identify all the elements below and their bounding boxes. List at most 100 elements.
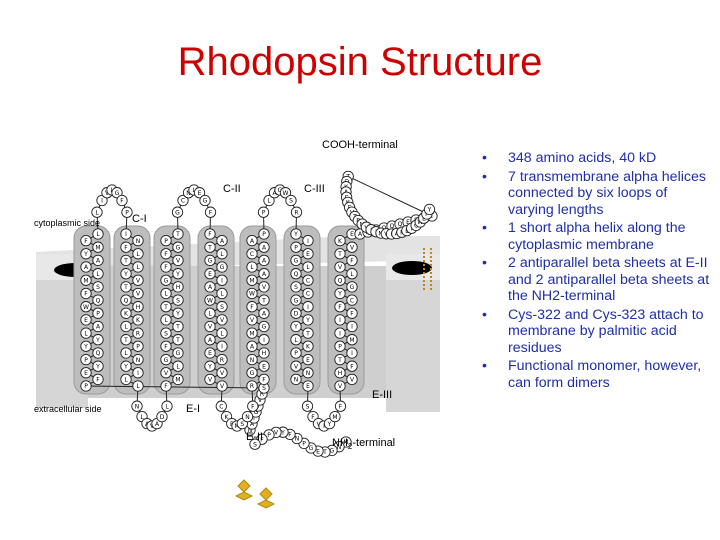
residue-bead xyxy=(132,248,144,260)
residue-bead xyxy=(204,360,216,372)
residue-letter: A xyxy=(358,231,363,238)
loop-label-c2: C-II xyxy=(223,183,241,195)
residue-letter: W xyxy=(283,190,289,197)
residue: I xyxy=(302,301,314,313)
residue-letter: G xyxy=(309,445,314,452)
residue-bead xyxy=(246,234,258,247)
residue-letter: M xyxy=(95,244,100,251)
residue-letter: V xyxy=(136,278,141,285)
residue: Q xyxy=(92,294,104,306)
residue-bead xyxy=(279,187,292,199)
residue: E xyxy=(346,228,358,240)
residue-bead xyxy=(258,294,270,306)
residue: F xyxy=(80,234,92,247)
residue-letter: L xyxy=(84,330,88,337)
residue-letter: L xyxy=(350,271,354,278)
residue: A xyxy=(204,334,216,346)
residue-bead xyxy=(132,261,144,273)
residue-letter: F xyxy=(120,198,124,205)
residue: R xyxy=(132,327,144,339)
residue-letter: S xyxy=(289,198,293,205)
residue: Q xyxy=(334,274,346,286)
residue-bead xyxy=(120,281,132,293)
residue-letter: H xyxy=(176,284,181,291)
residue-bead xyxy=(172,241,184,253)
residue-letter: F xyxy=(96,377,100,384)
residue-letter: F xyxy=(262,377,266,384)
residue-letter: Y xyxy=(95,363,100,370)
nh2-terminal-label: NH2-terminal xyxy=(332,437,395,451)
residue-letter: Q xyxy=(398,221,403,228)
residue: L xyxy=(263,194,275,207)
residue: W xyxy=(279,187,292,199)
residue-letter: T xyxy=(337,251,342,258)
residue-bead xyxy=(204,334,216,346)
residue: C xyxy=(246,248,258,260)
residue: A xyxy=(80,261,92,273)
residue-letter: N xyxy=(337,444,342,451)
residue: G xyxy=(258,320,270,333)
residue: Y xyxy=(334,287,346,300)
residue-bead xyxy=(204,281,216,293)
residue: P xyxy=(160,234,172,247)
residue-letter: H xyxy=(136,304,141,311)
residue: V xyxy=(204,373,216,386)
residue-letter: G xyxy=(164,278,169,285)
residue-letter: Q xyxy=(390,223,395,230)
residue-letter: T xyxy=(175,324,180,331)
residue-letter: F xyxy=(338,304,342,311)
residue: V xyxy=(246,314,258,326)
residue-letter: A xyxy=(250,238,255,245)
residue: K xyxy=(132,314,144,326)
residue: V xyxy=(172,254,184,267)
residue-bead xyxy=(92,281,104,293)
residue-bead xyxy=(172,294,184,306)
residue: L xyxy=(120,320,132,333)
residue-bead xyxy=(160,261,172,273)
residue-letter: V xyxy=(208,377,213,384)
residue: I xyxy=(346,347,358,359)
residue-bead xyxy=(346,360,358,372)
residue-letter: K xyxy=(306,344,311,351)
residue-bead xyxy=(290,281,302,293)
residue-bead xyxy=(346,268,358,280)
residue: C xyxy=(177,194,189,207)
residue-letter: P xyxy=(338,344,342,351)
residue-letter: V xyxy=(105,190,110,197)
residue-letter: F xyxy=(350,311,354,318)
residue-bead xyxy=(80,314,92,326)
residue-letter: N xyxy=(248,427,253,434)
residue-letter: N xyxy=(306,370,311,377)
residue-bead xyxy=(204,206,217,218)
residue-bead xyxy=(246,261,258,273)
residue-bead xyxy=(346,294,358,306)
residue-letter: E xyxy=(306,383,310,390)
glycosylation-sites xyxy=(234,479,276,509)
residue-bead xyxy=(204,268,216,280)
residue-bead xyxy=(120,373,132,386)
residue-bead xyxy=(334,367,346,379)
residue-letter: P xyxy=(294,350,298,357)
residue: M xyxy=(246,327,258,339)
residue: F xyxy=(258,373,270,386)
residue-letter: Y xyxy=(95,337,100,344)
residue: C xyxy=(302,287,314,300)
residue: P xyxy=(92,307,104,319)
residue-letter: F xyxy=(288,432,292,439)
residue-letter: C xyxy=(250,251,254,258)
residue-bead xyxy=(160,301,172,313)
residue-bead xyxy=(246,287,258,300)
residue-letter: A xyxy=(250,344,255,351)
residue: V xyxy=(160,367,172,379)
residue-bead xyxy=(246,340,258,352)
residue-bead xyxy=(80,248,92,260)
residue: F xyxy=(120,241,132,253)
residue: P xyxy=(290,347,302,359)
residue: H xyxy=(334,367,346,379)
residue-bead xyxy=(257,206,270,218)
residue: L xyxy=(172,360,184,372)
residue-bead xyxy=(334,327,346,339)
residue-letter: E xyxy=(262,363,266,370)
residue-bead xyxy=(132,380,144,392)
residue-letter: T xyxy=(261,297,266,304)
